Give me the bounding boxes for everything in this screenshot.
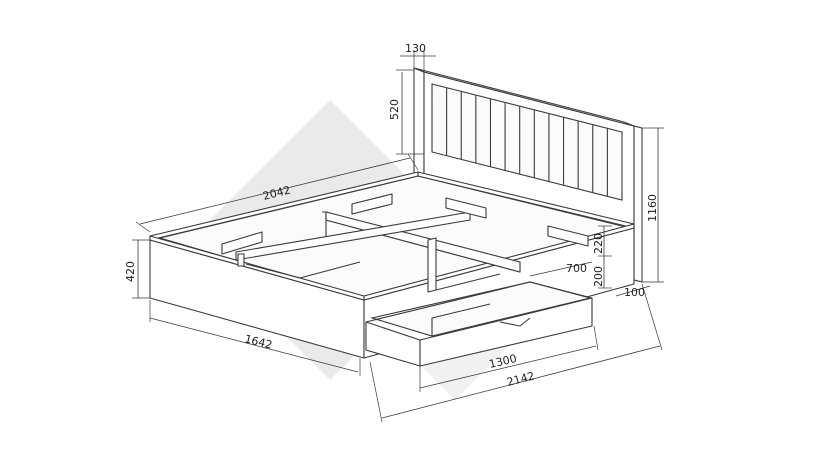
dim-leg-offset: 100 [624,286,645,299]
drawer [365,281,593,367]
dim-total-height: 1160 [646,194,659,222]
dimension-lines [132,50,664,423]
bed-frame [149,171,635,359]
dim-total-length: 2142 [506,370,536,389]
dim-headboard-panel-height: 520 [388,99,401,120]
handle-slot [351,193,393,215]
headboard [413,67,643,283]
handle-slot [445,197,487,219]
dim-frame-height: 420 [124,261,137,282]
headboard-tufting [446,87,608,197]
dim-headboard-thickness: 130 [405,42,426,55]
dim-side-height-top: 220 [592,233,605,254]
handle-slot [547,225,589,247]
dim-side-height-bottom: 200 [592,266,605,287]
dim-drawer-width: 1300 [488,352,518,371]
dim-drawer-depth: 700 [566,262,587,275]
handle-slot [221,231,263,255]
dim-frame-width: 1642 [243,332,273,351]
